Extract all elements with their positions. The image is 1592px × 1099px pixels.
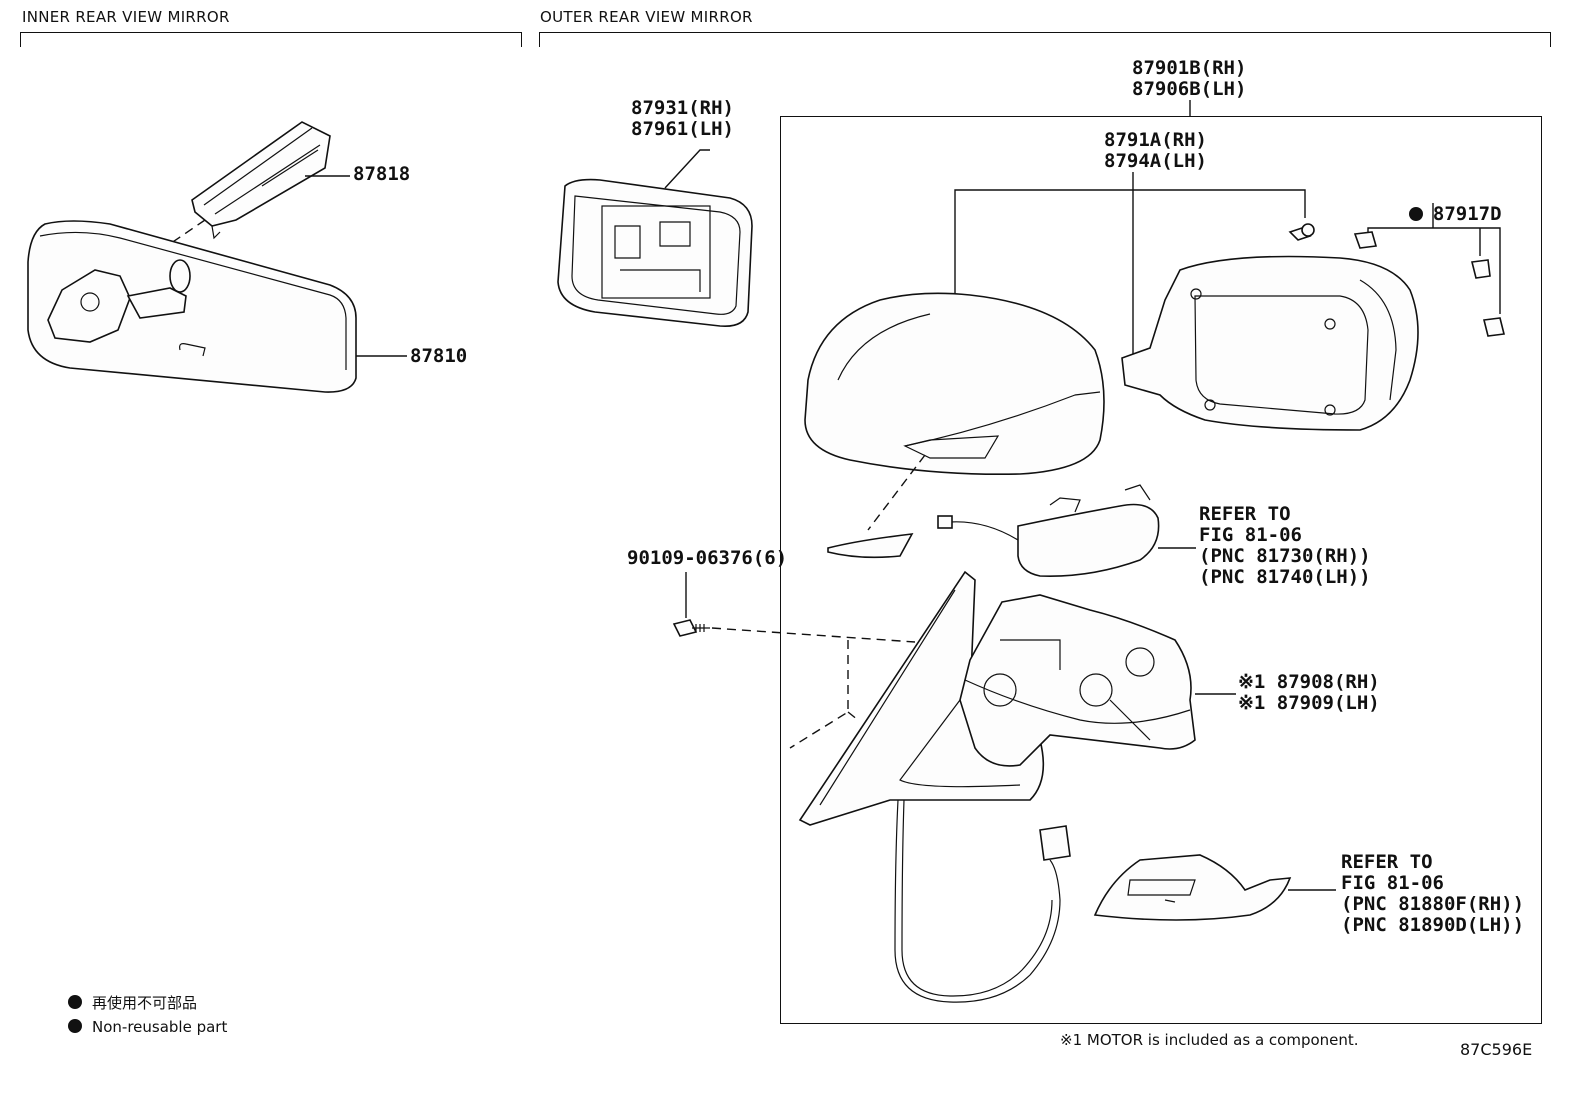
leader-8791-bracket bbox=[954, 189, 1306, 296]
side-turn-lamp bbox=[937, 484, 1160, 577]
legend-bullet-icon bbox=[68, 1019, 82, 1033]
label-87901: 87901B(RH) 87906B(LH) bbox=[1132, 57, 1247, 100]
label-8791a: 8791A(RH) 8794A(LH) bbox=[1104, 129, 1207, 172]
screw-90109 bbox=[672, 619, 710, 637]
label-87818: 87818 bbox=[353, 163, 411, 185]
clips-87917d bbox=[1353, 231, 1505, 337]
label-87810: 87810 bbox=[410, 345, 468, 367]
motor-footnote: ※1 MOTOR is included as a component. bbox=[1060, 1031, 1359, 1049]
mirror-glass-87931 bbox=[557, 178, 753, 328]
legend-jp: 再使用不可部品 bbox=[68, 992, 197, 1013]
inner-mirror-section-title: INNER REAR VIEW MIRROR bbox=[22, 8, 230, 26]
legend-en-text: Non-reusable part bbox=[92, 1018, 228, 1036]
inner-mirror-body-87810 bbox=[27, 220, 357, 393]
legend-bullet-icon bbox=[68, 995, 82, 1009]
label-87917d-text: 87917D bbox=[1432, 203, 1502, 225]
non-reusable-bullet-icon bbox=[1408, 207, 1423, 221]
dashed-guide-screw bbox=[711, 627, 916, 643]
leader-87931 bbox=[664, 149, 710, 189]
screw-top bbox=[1288, 223, 1315, 241]
mirror-housing-frame bbox=[1121, 255, 1419, 431]
label-87917d: 87917D bbox=[1386, 183, 1502, 225]
mirror-assembly-frame bbox=[780, 116, 1542, 1024]
outer-mirror-bracket bbox=[539, 32, 1551, 47]
label-87931: 87931(RH) 87961(LH) bbox=[631, 97, 734, 140]
legend-jp-text: 再使用不可部品 bbox=[92, 994, 198, 1012]
illustration-code: 87C596E bbox=[1460, 1040, 1533, 1059]
mirror-motor-87908 bbox=[959, 594, 1196, 767]
outer-mirror-section-title: OUTER REAR VIEW MIRROR bbox=[540, 8, 753, 26]
legend-en: Non-reusable part bbox=[68, 1018, 227, 1036]
label-87908: ※1 87908(RH) ※1 87909(LH) bbox=[1238, 671, 1380, 714]
inner-mirror-bracket bbox=[20, 32, 522, 47]
label-90109: 90109-06376(6) bbox=[627, 547, 788, 569]
wire-harness bbox=[894, 799, 1071, 1003]
lamp-lens bbox=[827, 533, 914, 559]
dashed-guide-lens bbox=[867, 454, 926, 531]
inner-mirror-cover-87818 bbox=[191, 121, 331, 240]
label-refer-81730: REFER TO FIG 81-06 (PNC 81730(RH)) (PNC … bbox=[1199, 503, 1371, 588]
puddle-lamp bbox=[1093, 854, 1292, 921]
mirror-cover-8791a bbox=[804, 292, 1105, 476]
dashed-guide-base bbox=[789, 640, 859, 749]
label-refer-81880: REFER TO FIG 81-06 (PNC 81880F(RH)) (PNC… bbox=[1341, 851, 1525, 936]
